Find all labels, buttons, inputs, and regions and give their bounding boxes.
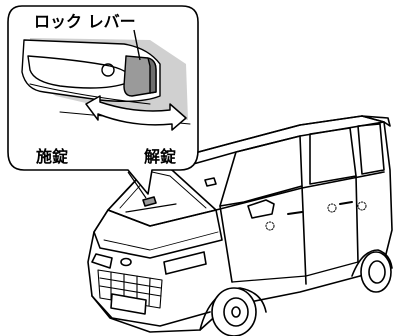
door-seam-middle: [301, 185, 307, 285]
front-emblem: [120, 257, 132, 267]
lock-lever-label: ロック レバー: [34, 12, 136, 31]
left-headlight: [91, 253, 113, 269]
front-bumper: [91, 295, 211, 327]
door-sensor-dots: [265, 201, 367, 231]
hood-crease: [103, 231, 219, 251]
door-seam-front: [219, 205, 233, 283]
lock-lever: [123, 55, 157, 97]
lever-leader-line: [133, 29, 141, 61]
front-wheel: [211, 287, 257, 336]
door-seam-rear: [355, 175, 359, 263]
lock-label: 施錠: [36, 147, 68, 166]
rear-door-handle: [339, 201, 353, 205]
belt-line: [215, 171, 385, 211]
lock-lever-face: [147, 57, 157, 94]
inset-screw: [101, 63, 115, 77]
unlock-label: 解錠: [144, 147, 176, 166]
lock-lever-location-mark: [142, 196, 157, 207]
rear-wheel: [360, 251, 392, 293]
front-door-handle: [287, 211, 303, 215]
front-grille: [97, 269, 163, 309]
hood: [93, 209, 223, 259]
side-mirror: [247, 199, 275, 219]
callout-bubble: [7, 5, 199, 195]
inset-trim-line: [29, 83, 151, 105]
roof-marker: [204, 177, 217, 187]
callout-pointer-line: [127, 171, 147, 199]
windshield-inner-line: [119, 171, 207, 209]
right-headlight: [163, 251, 207, 275]
wiper: [125, 203, 177, 213]
quarter-window: [357, 123, 385, 175]
front-door-window: [219, 135, 303, 207]
roof-spoiler: [361, 115, 391, 127]
door-bottom-line: [231, 261, 359, 283]
rear-wheel-arch: [351, 249, 393, 277]
lock-unlock-arrow: [85, 95, 187, 131]
license-plate: [110, 293, 147, 315]
